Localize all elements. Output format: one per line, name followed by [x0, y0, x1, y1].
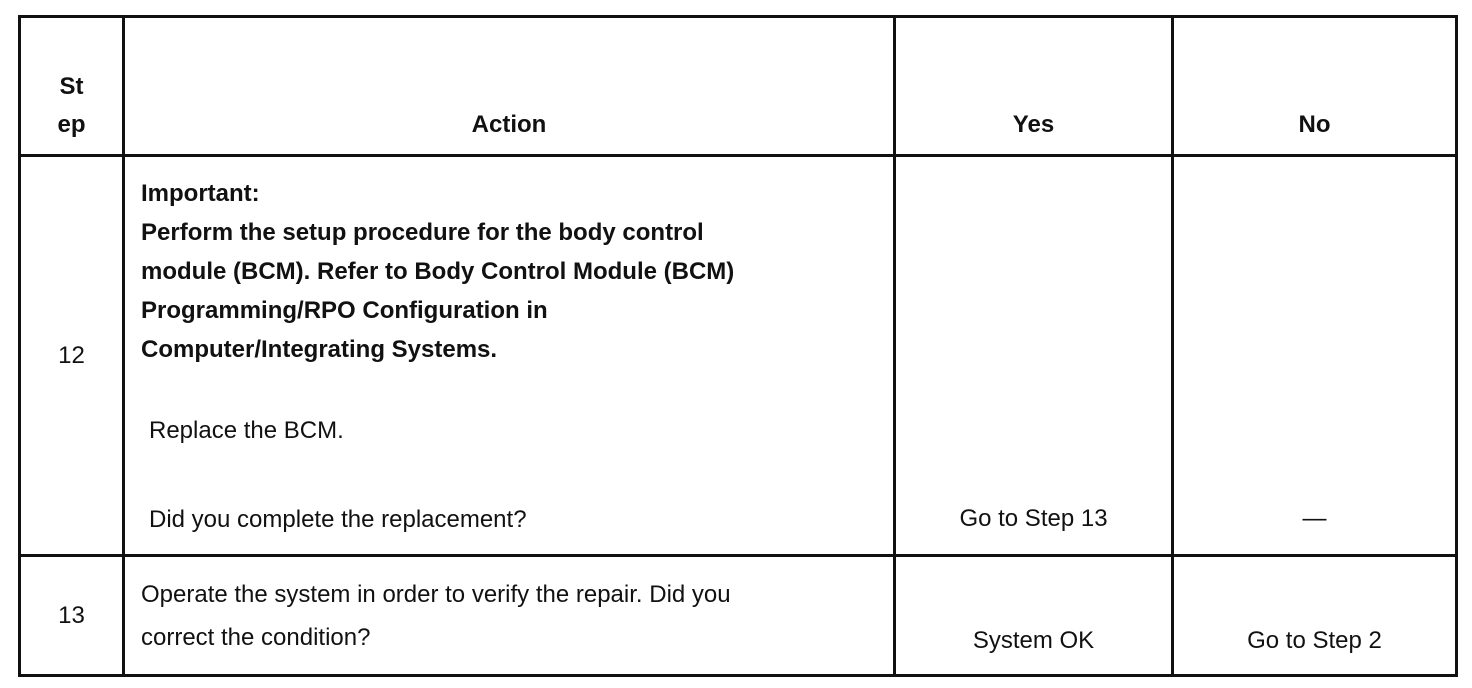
header-no: No [1171, 15, 1458, 157]
diagnostic-table: St ep Action Yes No 12 Important: Perfor… [18, 15, 1458, 677]
important-label: Important: [141, 180, 260, 207]
important-line: Computer/Integrating Systems. [141, 336, 498, 363]
instruction-text: Replace the BCM. [149, 417, 344, 444]
header-step-line1: St [59, 73, 84, 100]
action-cell: Important: Perform the setup procedure f… [122, 154, 896, 557]
table-header-row: St ep Action Yes No [18, 15, 1458, 157]
no-cell: Go to Step 2 [1171, 554, 1458, 677]
step-number: 12 [18, 154, 125, 557]
header-step: St ep [18, 15, 125, 157]
em-dash: — [1302, 505, 1327, 532]
important-line: Programming/RPO Configuration in [141, 297, 548, 324]
no-cell: — [1171, 154, 1458, 557]
header-step-line2: ep [57, 111, 86, 138]
important-line: module (BCM). Refer to Body Control Modu… [141, 258, 735, 285]
header-yes: Yes [893, 15, 1174, 157]
action-line: correct the condition? [141, 624, 371, 651]
important-line: Perform the setup procedure for the body… [141, 219, 704, 246]
step-number: 13 [18, 554, 125, 677]
question-text: Did you complete the replacement? [149, 506, 527, 533]
action-line: Operate the system in order to verify th… [141, 581, 731, 608]
important-note: Important: Perform the setup procedure f… [141, 174, 881, 369]
yes-cell: Go to Step 13 [893, 154, 1174, 557]
yes-cell: System OK [893, 554, 1174, 677]
action-cell: Operate the system in order to verify th… [122, 554, 896, 677]
table-row: 13 Operate the system in order to verify… [18, 554, 1458, 677]
table-row: 12 Important: Perform the setup procedur… [18, 154, 1458, 557]
header-action: Action [122, 15, 896, 157]
